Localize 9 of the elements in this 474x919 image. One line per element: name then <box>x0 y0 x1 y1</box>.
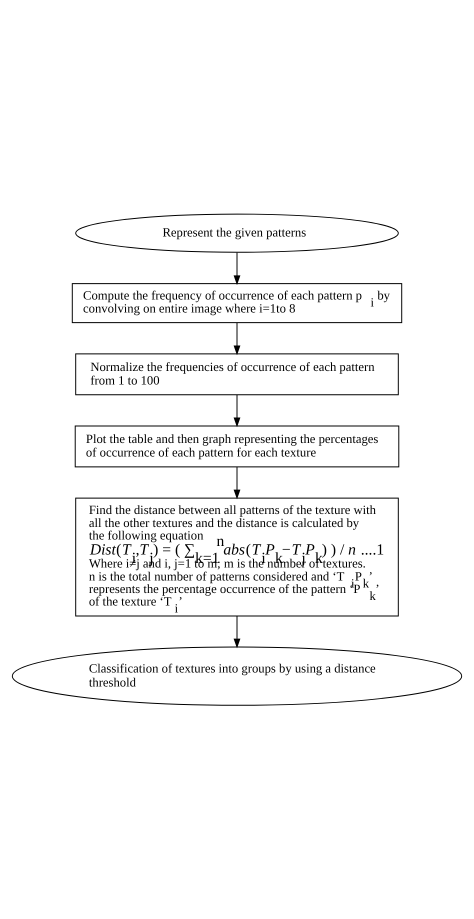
arrow <box>234 252 240 286</box>
node-box: Normalize the frequencies of occurrence of each pattern from 1 to 100 <box>75 353 399 396</box>
node-ellipse: Represent the given patterns <box>75 214 399 253</box>
arrow <box>234 466 240 500</box>
arrow <box>234 394 240 428</box>
arrow <box>234 322 240 356</box>
node-box: Plot the table and then graph representing the percentages of occurrence of each pattern for each texture <box>74 425 400 468</box>
arrow <box>234 616 240 648</box>
node-ellipse: Classification of textures into groups by using a distance threshold <box>12 646 462 706</box>
